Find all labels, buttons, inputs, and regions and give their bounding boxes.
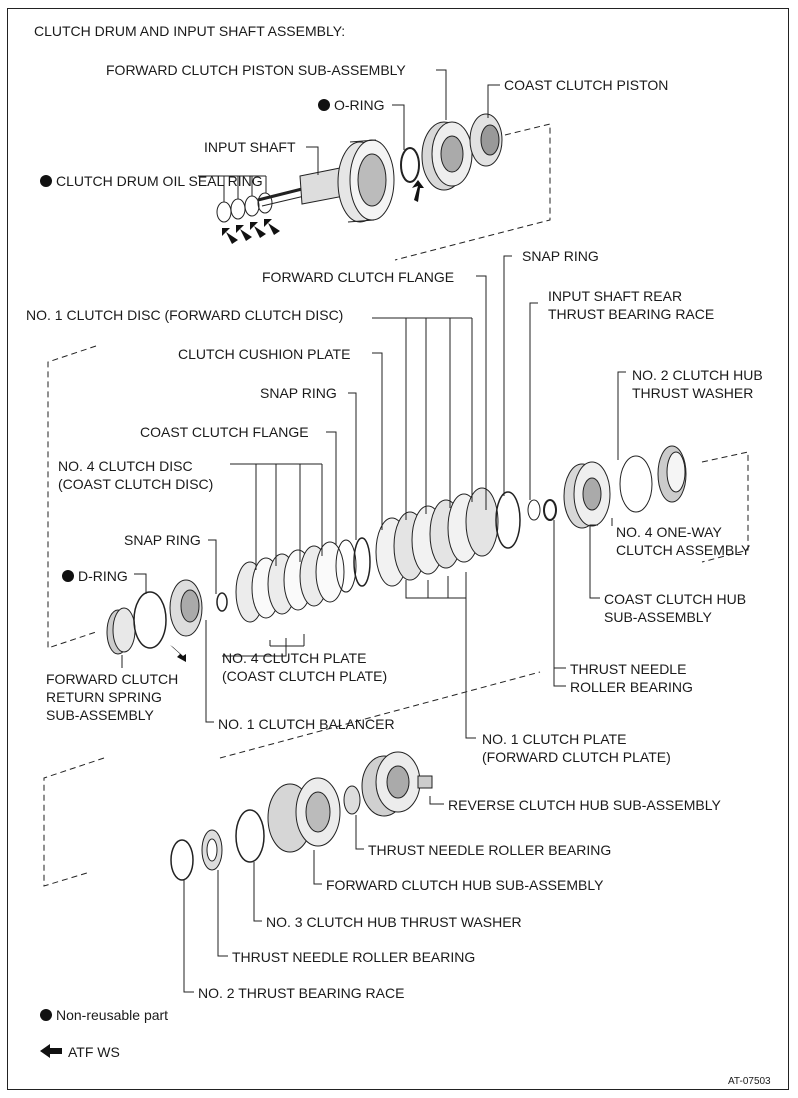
- no3-thrust-washer-drawing: [235, 809, 265, 863]
- label-input-shaft: INPUT SHAFT: [204, 139, 296, 155]
- label-no4-clutch-plate: NO. 4 CLUTCH PLATE (COAST CLUTCH PLATE): [222, 650, 388, 684]
- label-coast-clutch-flange: COAST CLUTCH FLANGE: [140, 424, 309, 440]
- coast-clutch-hub-drawing: [563, 461, 611, 529]
- label-snap-ring-low: SNAP RING: [124, 532, 201, 548]
- no1-clutch-balancer-drawing: [169, 579, 203, 637]
- label-no4-clutch-disc: NO. 4 CLUTCH DISC (COAST CLUTCH DISC): [58, 458, 214, 492]
- label-reverse-clutch-hub: REVERSE CLUTCH HUB SUB-ASSEMBLY: [448, 797, 721, 813]
- coast-clutch-plates-drawing: [235, 539, 357, 623]
- label-thrust-needle-roller-bearing-b1: THRUST NEEDLE ROLLER BEARING: [368, 842, 612, 858]
- leaders-middle: [121, 255, 626, 739]
- label-no2-thrust-bearing-race: NO. 2 THRUST BEARING RACE: [198, 985, 405, 1001]
- clutch-drum-drawing: [337, 139, 395, 223]
- label-snap-ring-mid: SNAP RING: [260, 385, 337, 401]
- legend-atf-arrow: [40, 1044, 62, 1058]
- coast-clutch-piston-drawing: [469, 113, 503, 167]
- leaders-top: [198, 69, 500, 202]
- snap-ring-low-drawing: [216, 592, 228, 612]
- label-clutch-drum-oil-seal-ring-text: CLUTCH DRUM OIL SEAL RING: [56, 173, 263, 189]
- forward-clutch-hub-drawing: [267, 777, 341, 853]
- label-clutch-cushion-plate: CLUTCH CUSHION PLATE: [178, 346, 351, 362]
- label-input-shaft-rear-thrust-bearing-race: INPUT SHAFT REAR THRUST BEARING RACE: [548, 288, 715, 322]
- no2-thrust-race-drawing: [170, 839, 194, 881]
- one-way-clutch-drawing: [657, 445, 687, 503]
- thrust-needle-bearing-b1-drawing: [343, 785, 361, 815]
- label-o-ring-text: O-RING: [334, 97, 385, 113]
- non-reusable-dot-icon: [40, 175, 52, 187]
- forward-clutch-discs-drawing: [375, 487, 521, 587]
- legend-non-reusable: Non-reusable part: [40, 1006, 168, 1024]
- label-no1-clutch-disc: NO. 1 CLUTCH DISC (FORWARD CLUTCH DISC): [26, 307, 344, 323]
- d-ring-drawing: [133, 591, 167, 649]
- label-no1-clutch-balancer: NO. 1 CLUTCH BALANCER: [218, 716, 395, 732]
- label-thrust-needle-roller-bearing-mid: THRUST NEEDLE ROLLER BEARING: [570, 661, 693, 695]
- forward-clutch-piston-drawing: [421, 121, 473, 191]
- legend-atf: ATF WS: [68, 1044, 120, 1060]
- label-forward-clutch-flange: FORWARD CLUTCH FLANGE: [262, 269, 455, 285]
- label-forward-clutch-piston: FORWARD CLUTCH PISTON SUB-ASSEMBLY: [106, 62, 406, 78]
- label-no1-clutch-plate: NO. 1 CLUTCH PLATE (FORWARD CLUTCH PLATE…: [482, 731, 671, 765]
- label-forward-clutch-hub: FORWARD CLUTCH HUB SUB-ASSEMBLY: [326, 877, 604, 893]
- label-o-ring: O-RING: [318, 96, 385, 114]
- o-ring-drawing: [400, 147, 420, 183]
- non-reusable-dot-icon: [62, 570, 74, 582]
- leaders-bottom: [183, 796, 444, 993]
- diagram-title: CLUTCH DRUM AND INPUT SHAFT ASSEMBLY:: [34, 23, 346, 39]
- label-coast-clutch-piston: COAST CLUTCH PISTON: [504, 77, 669, 93]
- atf-arrows-top: [222, 180, 424, 244]
- non-reusable-dot-icon: [318, 99, 330, 111]
- input-shaft-rear-race-drawing: [527, 499, 557, 521]
- label-clutch-drum-oil-seal-ring: CLUTCH DRUM OIL SEAL RING: [40, 172, 263, 190]
- input-shaft-drawing: [257, 167, 345, 207]
- label-no4-one-way-clutch-assembly: NO. 4 ONE-WAY CLUTCH ASSEMBLY: [616, 524, 751, 558]
- thrust-needle-bearing-bottom-drawing: [201, 829, 223, 871]
- legend-non-reusable-text: Non-reusable part: [56, 1007, 169, 1023]
- forward-clutch-return-spring-drawing: [106, 607, 136, 655]
- reverse-clutch-hub-drawing: [361, 751, 433, 817]
- label-coast-clutch-hub-sub-assembly: COAST CLUTCH HUB SUB-ASSEMBLY: [604, 591, 747, 625]
- label-no2-clutch-hub-thrust-washer: NO. 2 CLUTCH HUB THRUST WASHER: [632, 367, 763, 401]
- label-no3-clutch-hub-thrust-washer: NO. 3 CLUTCH HUB THRUST WASHER: [266, 914, 522, 930]
- no2-thrust-washer-drawing: [619, 455, 653, 513]
- figure-code: AT-07503: [728, 1076, 771, 1087]
- label-thrust-needle-roller-bearing-b2: THRUST NEEDLE ROLLER BEARING: [232, 949, 476, 965]
- label-forward-clutch-return-spring: FORWARD CLUTCH RETURN SPRING SUB-ASSEMBL…: [46, 671, 179, 723]
- snap-ring-mid-drawing: [353, 537, 371, 587]
- label-snap-ring-top: SNAP RING: [522, 248, 599, 264]
- atf-arrow-mid: [170, 645, 186, 662]
- label-d-ring: D-RING: [62, 567, 128, 585]
- label-d-ring-text: D-RING: [78, 568, 128, 584]
- non-reusable-dot-icon: [40, 1009, 52, 1021]
